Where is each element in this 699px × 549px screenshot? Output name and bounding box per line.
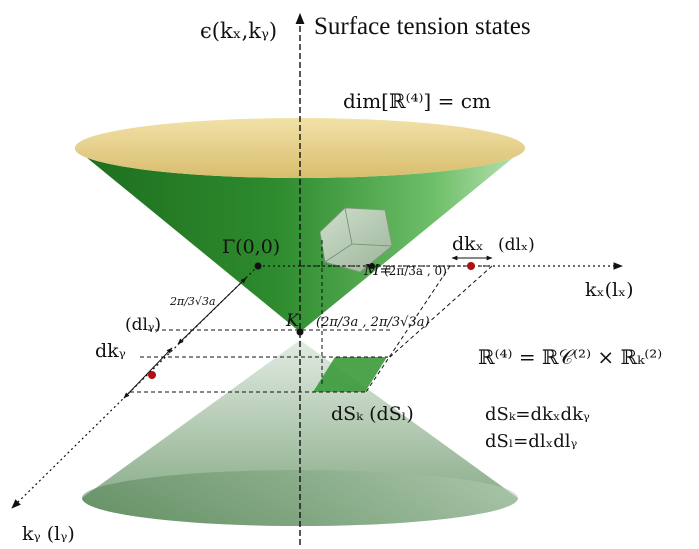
dky-label: dkᵧ — [95, 340, 126, 362]
K-point-letter: K — [285, 311, 300, 331]
ky-length-label: 2π/3√3a — [169, 295, 216, 308]
M-coordinate-label: (2π/3a , 0) — [384, 264, 447, 278]
M-point-marker — [369, 263, 375, 269]
dimension-equation: dim[ℝ⁽⁴⁾] = cm — [343, 89, 491, 113]
dSl-formula: dSₗ=dlₓdlᵧ — [485, 431, 577, 452]
K-point-marker — [296, 328, 304, 336]
gamma-point-marker — [254, 262, 262, 270]
ky-axis-label: kᵧ (lᵧ) — [22, 523, 75, 545]
dlx-label: (dlₓ) — [498, 235, 535, 255]
dSk-formula: dSₖ=dkₓdkᵧ — [485, 404, 590, 425]
energy-axis-label: ϵ(kₓ,kᵧ) — [200, 19, 277, 43]
kx-axis-label: kₓ(lₓ) — [585, 279, 634, 301]
translucent-cube — [319, 207, 393, 273]
dashed-guides — [130, 240, 493, 393]
K-coordinate-label: (2π/3a , 2π/3√3a) — [316, 315, 430, 330]
product-space-equation: ℝ⁽⁴⁾ = ℝ𝒞⁽²⁾ × ℝₖ⁽²⁾ — [478, 345, 662, 369]
area-element-patch — [313, 357, 387, 392]
area-element-label: dSₖ (dSₗ) — [331, 403, 414, 425]
ky-length-arrow — [177, 277, 247, 345]
dly-label: (dlᵧ) — [125, 315, 161, 335]
dkx-label: dkₓ — [452, 233, 484, 255]
dky-arrow — [123, 347, 173, 399]
gamma-point-label: Γ(0,0) — [222, 236, 280, 258]
M-prefix-label: M= — [363, 261, 392, 279]
kx-red-marker — [467, 262, 475, 270]
diagram-title: Surface tension states — [314, 13, 531, 40]
